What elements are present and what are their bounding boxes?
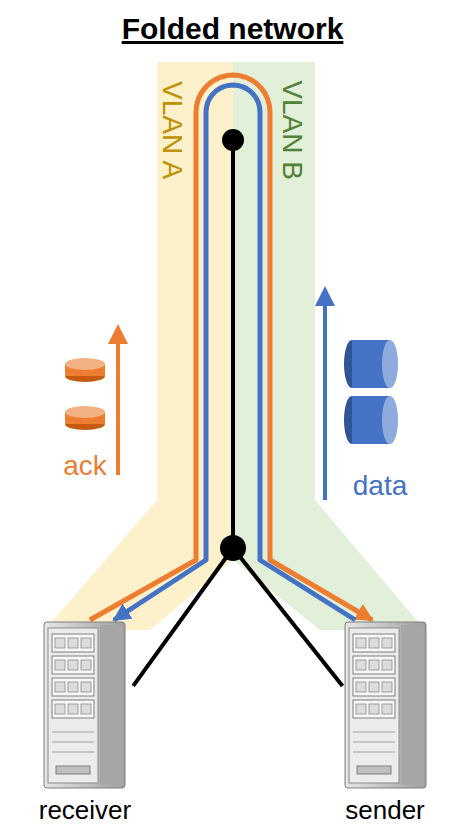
drive-slot bbox=[81, 704, 91, 714]
node-label: receiver bbox=[37, 796, 133, 826]
server-side bbox=[401, 625, 424, 785]
drive-slot bbox=[369, 638, 379, 648]
drive-slot bbox=[356, 682, 366, 692]
drive-slot bbox=[68, 682, 78, 692]
drive-slot bbox=[81, 638, 91, 648]
drive-bay bbox=[52, 656, 94, 674]
vent-line bbox=[353, 742, 395, 743]
server-panel bbox=[56, 766, 90, 774]
drive-slot bbox=[356, 638, 366, 648]
server-body bbox=[345, 622, 426, 788]
drive-bay bbox=[353, 678, 395, 696]
server-front bbox=[48, 628, 98, 783]
ack-packet bbox=[65, 406, 105, 430]
drive-slot bbox=[55, 704, 65, 714]
drive-slot bbox=[81, 660, 91, 670]
server-panel bbox=[357, 766, 391, 774]
ack-path bbox=[90, 75, 372, 620]
ack-arrow bbox=[116, 340, 120, 475]
switch-dot bbox=[220, 535, 246, 561]
drive-slot bbox=[68, 638, 78, 648]
flow-label: ack bbox=[63, 450, 107, 482]
drive-bay bbox=[52, 700, 94, 718]
physical-link bbox=[133, 548, 342, 686]
trunk-link bbox=[231, 140, 235, 548]
drive-slot bbox=[356, 660, 366, 670]
ack-arrowhead bbox=[108, 324, 128, 344]
drive-slot bbox=[382, 660, 392, 670]
server-icon bbox=[42, 620, 127, 790]
drive-slot bbox=[55, 682, 65, 692]
drive-slot bbox=[369, 660, 379, 670]
drive-bay bbox=[52, 678, 94, 696]
diagram-title: Folded network bbox=[0, 12, 465, 47]
drive-slot bbox=[55, 638, 65, 648]
server-node: receiver bbox=[37, 620, 133, 826]
server-front bbox=[349, 628, 399, 783]
drive-slot bbox=[382, 682, 392, 692]
data-path bbox=[114, 85, 355, 620]
server-side bbox=[100, 625, 123, 785]
drive-slot bbox=[369, 682, 379, 692]
data-packet bbox=[344, 396, 398, 444]
data-arrowhead bbox=[315, 286, 335, 306]
packet-face bbox=[382, 340, 398, 388]
drive-slot bbox=[356, 704, 366, 714]
vlan-label: VLAN B bbox=[276, 80, 308, 180]
drive-slot bbox=[55, 660, 65, 670]
switch-dot bbox=[222, 129, 244, 151]
vent-line bbox=[353, 752, 395, 753]
server-node: sender bbox=[343, 620, 428, 826]
node-label: sender bbox=[343, 796, 428, 826]
drive-bay bbox=[52, 634, 94, 652]
drive-slot bbox=[68, 660, 78, 670]
drive-bay bbox=[353, 656, 395, 674]
drive-bay bbox=[353, 634, 395, 652]
drive-slot bbox=[382, 638, 392, 648]
vlan-label: VLAN A bbox=[156, 81, 188, 179]
vent-line bbox=[52, 732, 94, 733]
vent-line bbox=[52, 752, 94, 753]
vent-line bbox=[52, 742, 94, 743]
server-body bbox=[44, 622, 125, 788]
drive-slot bbox=[68, 704, 78, 714]
drive-slot bbox=[369, 704, 379, 714]
packet-top bbox=[65, 358, 105, 370]
packet-face bbox=[382, 396, 398, 444]
drive-bay bbox=[353, 700, 395, 718]
server-icon bbox=[343, 620, 428, 790]
drive-slot bbox=[81, 682, 91, 692]
data-packet bbox=[344, 340, 398, 388]
data-arrow bbox=[323, 302, 327, 500]
packet-top bbox=[65, 406, 105, 418]
ack-packet bbox=[65, 358, 105, 382]
drive-slot bbox=[382, 704, 392, 714]
vent-line bbox=[353, 732, 395, 733]
flow-label: data bbox=[353, 470, 408, 502]
